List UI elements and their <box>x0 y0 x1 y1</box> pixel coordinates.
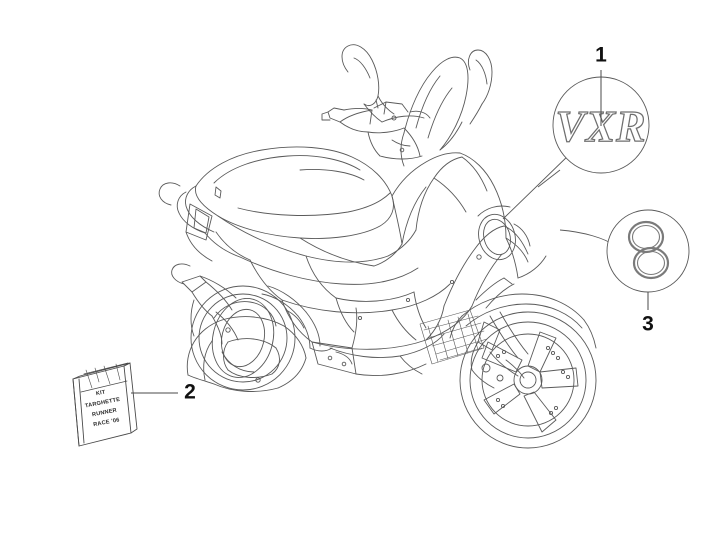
figure-eight-emblem <box>627 220 670 280</box>
callout-1-vxr-decal[interactable]: VXR 1 <box>502 44 650 220</box>
kit-label-line-1: KIT <box>95 389 106 397</box>
body-panels <box>217 215 473 350</box>
callout-1-leader-line-b <box>537 169 561 188</box>
callout-number-3: 3 <box>642 313 654 336</box>
kit-label-line-4: RACE '06 <box>93 417 120 428</box>
callout-3-round-badge[interactable]: 3 <box>559 209 690 336</box>
rear-tail-section <box>158 182 251 262</box>
callout-2-decal-kit[interactable]: KIT TARGHETTE RUNNER RACE '06 2 <box>72 362 196 447</box>
decal-kit-package-drawing <box>72 362 138 447</box>
seat-assembly <box>185 146 394 239</box>
front-leg-shield <box>391 152 529 307</box>
kit-label-line-3: RUNNER <box>92 408 118 419</box>
fairing-mesh-grille <box>419 309 488 365</box>
handlebar-assembly <box>321 99 431 160</box>
callout-number-1: 1 <box>595 44 607 67</box>
front-cowl-headlamp <box>476 205 547 279</box>
callout-number-2: 2 <box>184 381 196 404</box>
engine-swingarm-exhaust <box>171 263 445 392</box>
body-seam-lines <box>335 279 455 333</box>
front-wheel-assembly <box>449 277 597 449</box>
scooter-drawing <box>158 44 597 449</box>
windscreen-mirrors <box>341 44 493 167</box>
callout-1-leader-line <box>502 151 573 220</box>
